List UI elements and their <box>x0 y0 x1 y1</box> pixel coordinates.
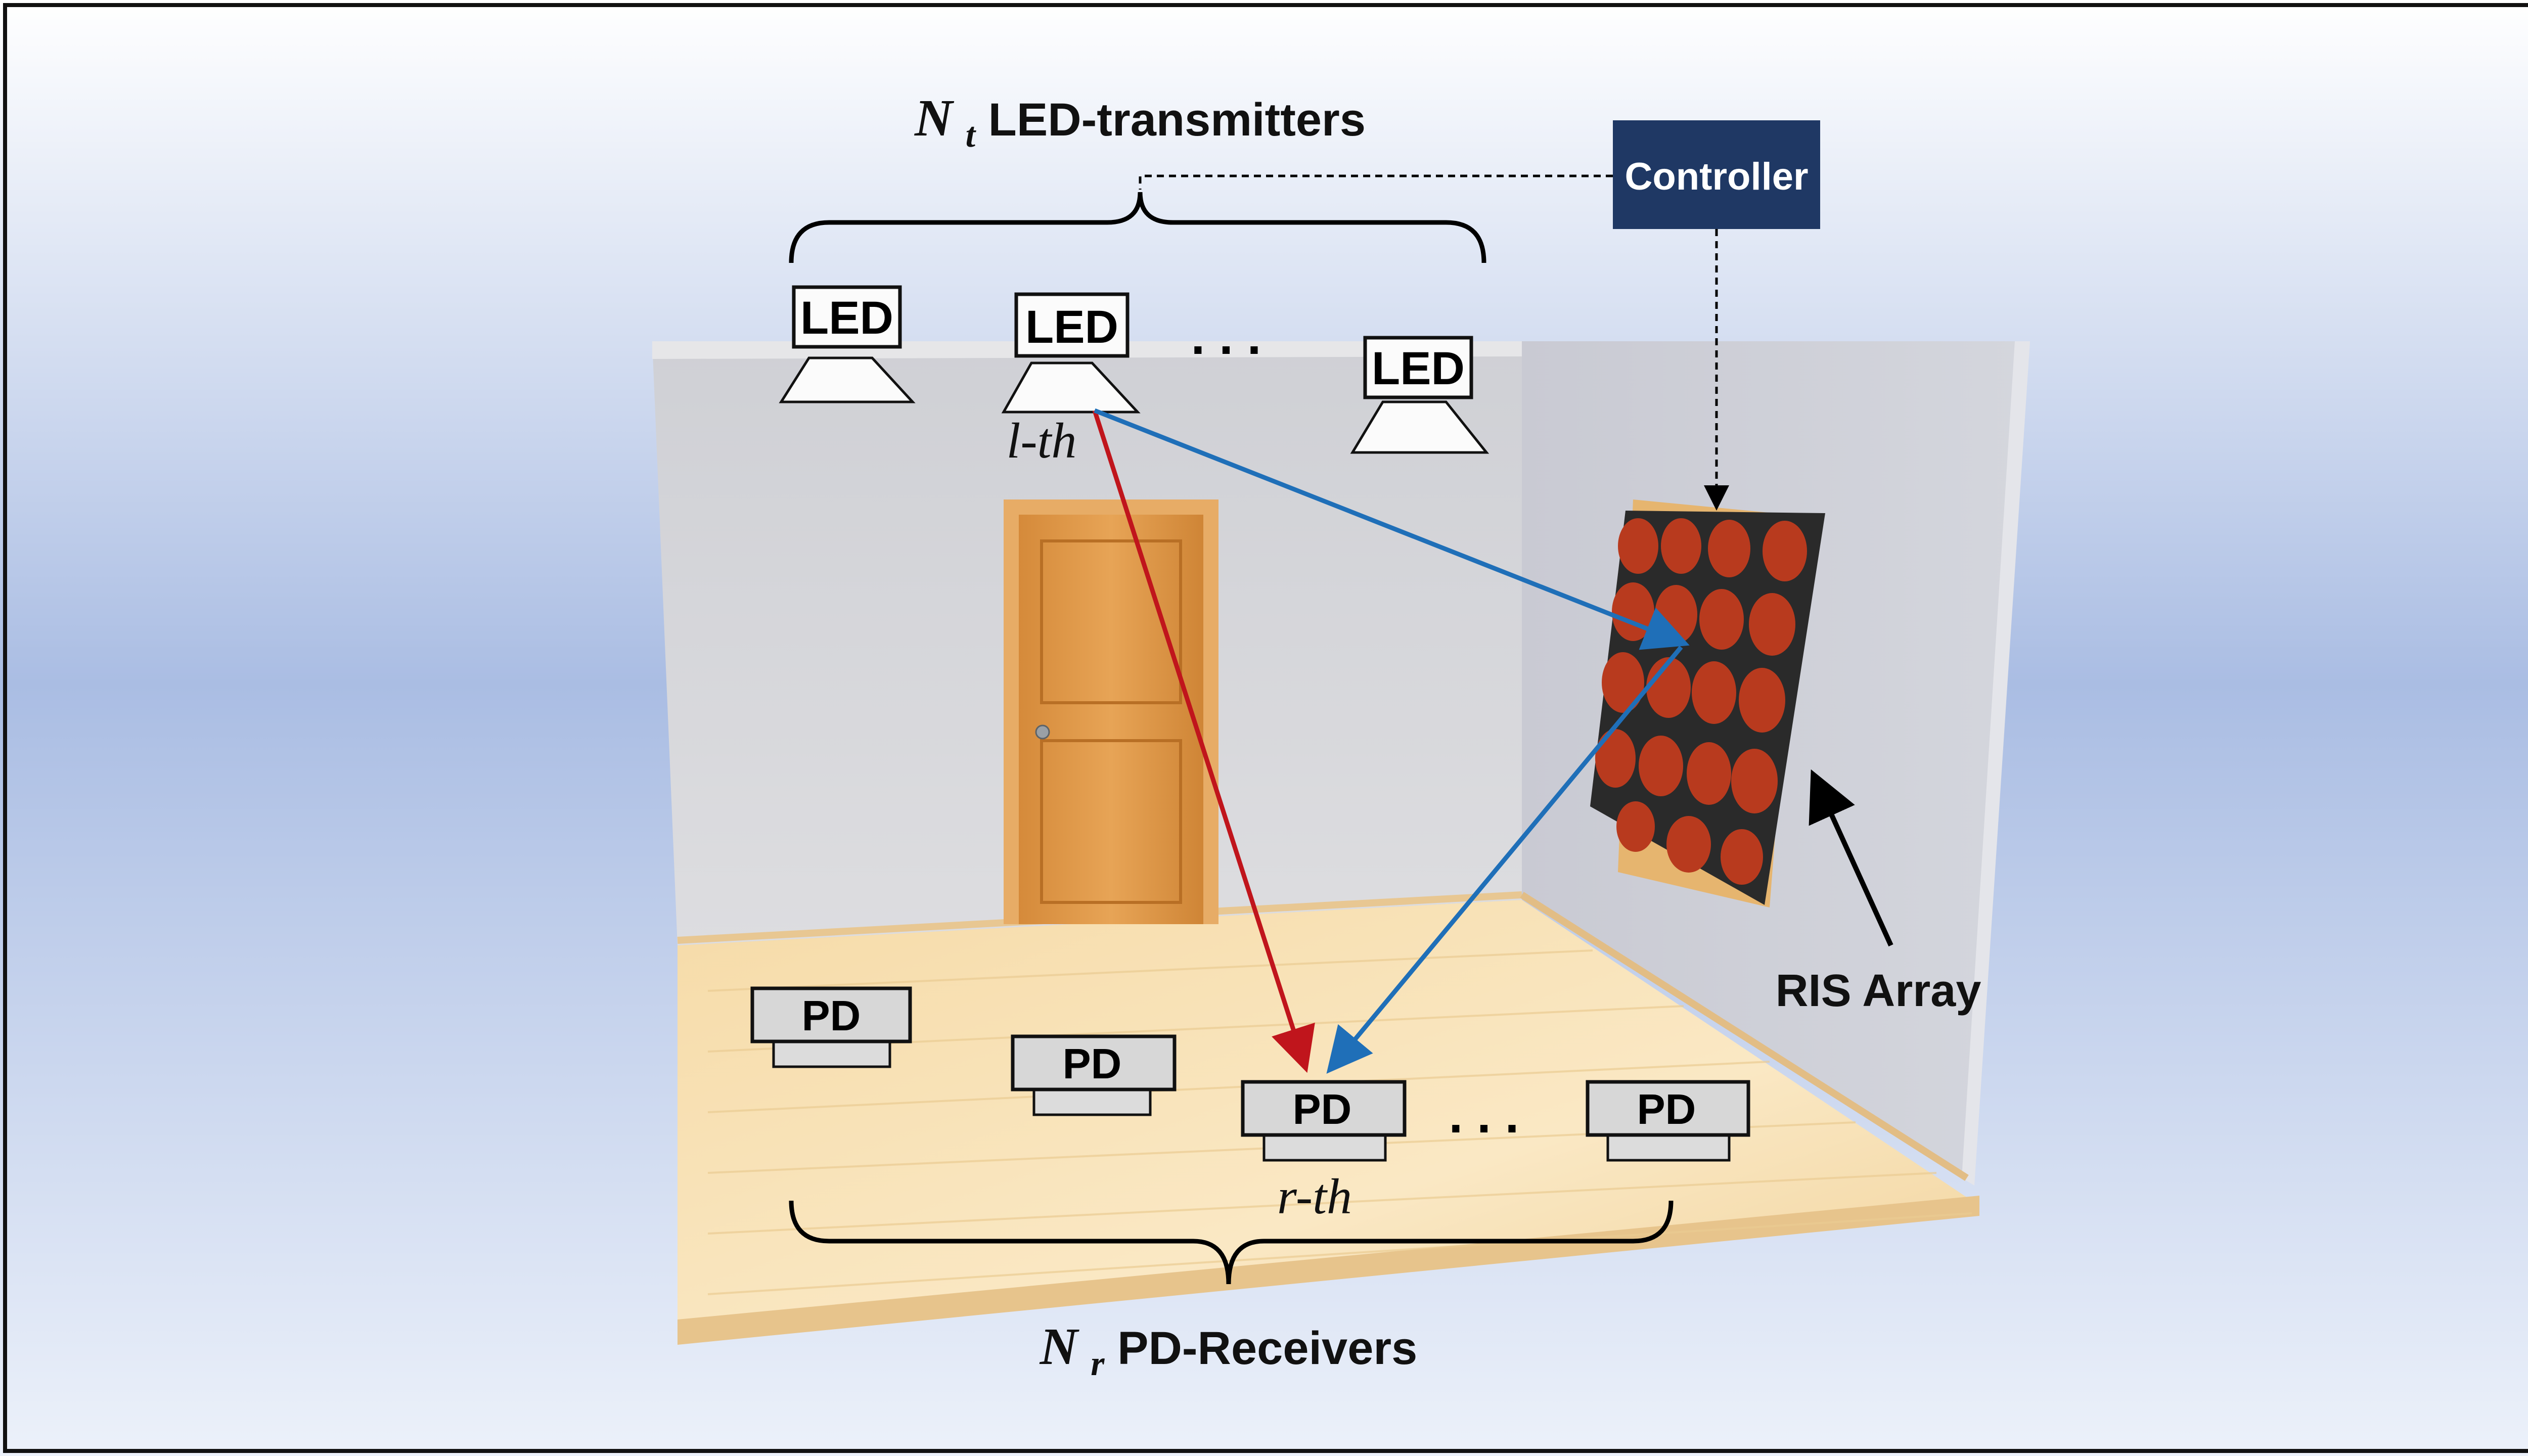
baseboard-side <box>1520 892 1969 1181</box>
pd-label: PD <box>1063 1040 1122 1087</box>
pd-box <box>1011 1034 1177 1091</box>
ris-element <box>1661 518 1701 574</box>
pd-box <box>750 986 912 1043</box>
ris-element <box>1699 589 1744 650</box>
ris-element <box>1731 749 1778 813</box>
ris-element <box>1692 661 1736 724</box>
led-box <box>1014 292 1130 358</box>
led-label: LED <box>1372 343 1465 394</box>
led-label: LED <box>800 292 893 344</box>
ris-element <box>1739 668 1785 733</box>
receivers-title: N r PD-Receivers <box>1040 1317 1418 1385</box>
led-label: LED <box>1025 301 1118 353</box>
led-box <box>792 285 902 349</box>
transmitters-title: N t LED-transmitters <box>914 89 1366 157</box>
l-th-label: l-th <box>1007 413 1077 469</box>
ris-element <box>1595 729 1636 788</box>
led-transmitter-n: LED <box>1350 336 1489 454</box>
ris-to-pd-arrow <box>1326 646 1683 1074</box>
footer-var: N <box>1040 1317 1080 1376</box>
ris-element <box>1721 829 1763 885</box>
r-th-label: r-th <box>1277 1168 1352 1224</box>
door <box>1004 499 1218 924</box>
door-panel <box>1019 515 1203 924</box>
controller-box <box>1613 120 1820 229</box>
pd-label: PD <box>1293 1085 1352 1133</box>
led-to-ris-arrow <box>1094 408 1690 650</box>
ris-element <box>1763 521 1807 581</box>
pd-label: PD <box>802 992 861 1039</box>
ris-element <box>1616 801 1655 852</box>
led-transmitter-1: LED <box>779 285 916 403</box>
pd-label: PD <box>1637 1085 1696 1133</box>
door-inset-lower <box>1040 739 1182 904</box>
ris-element <box>1639 736 1683 796</box>
direct-link-arrow <box>1092 410 1315 1073</box>
ris-element <box>1618 518 1658 574</box>
pd-receiver-2: PD <box>1011 1034 1177 1116</box>
pd-box <box>1586 1080 1750 1137</box>
led-box <box>1363 336 1473 399</box>
ris-element <box>1612 582 1654 641</box>
ris-element <box>1602 652 1644 713</box>
led-lamp-body <box>1350 400 1489 454</box>
title-subscript: t <box>966 116 977 155</box>
pd-receiver-1: PD <box>750 986 912 1068</box>
footer-subscript: r <box>1091 1344 1105 1383</box>
transmitters-brace <box>789 192 1486 263</box>
ris-element <box>1749 593 1795 656</box>
door-knob <box>1035 724 1050 740</box>
ris-pointer-arrow <box>1809 769 1893 947</box>
title-text: LED-transmitters <box>988 94 1366 146</box>
receivers-brace <box>789 1200 1674 1285</box>
pd-ellipsis: . . . <box>1449 1087 1519 1144</box>
ris-element <box>1646 657 1691 718</box>
ris-element <box>1687 742 1731 805</box>
ris-element <box>1708 520 1750 577</box>
ris-array-label: RIS Array <box>1776 966 1981 1016</box>
led-lamp-body <box>779 356 916 403</box>
led-ellipsis: . . . <box>1191 308 1261 365</box>
ris-element <box>1666 816 1711 873</box>
led-transmitter-l-th: LED <box>1001 292 1141 414</box>
pd-receiver-r-th: PD <box>1241 1080 1407 1162</box>
controller-label: Controller <box>1624 155 1808 198</box>
frame-border <box>3 3 2528 1453</box>
door-inset-upper <box>1040 539 1182 704</box>
led-lamp-body <box>1001 361 1141 414</box>
side-wall-top-edge <box>1962 341 2030 1186</box>
footer-text: PD-Receivers <box>1117 1323 1417 1374</box>
title-var: N <box>914 89 955 147</box>
pd-receiver-n: PD <box>1586 1080 1750 1162</box>
pd-box <box>1241 1080 1407 1137</box>
